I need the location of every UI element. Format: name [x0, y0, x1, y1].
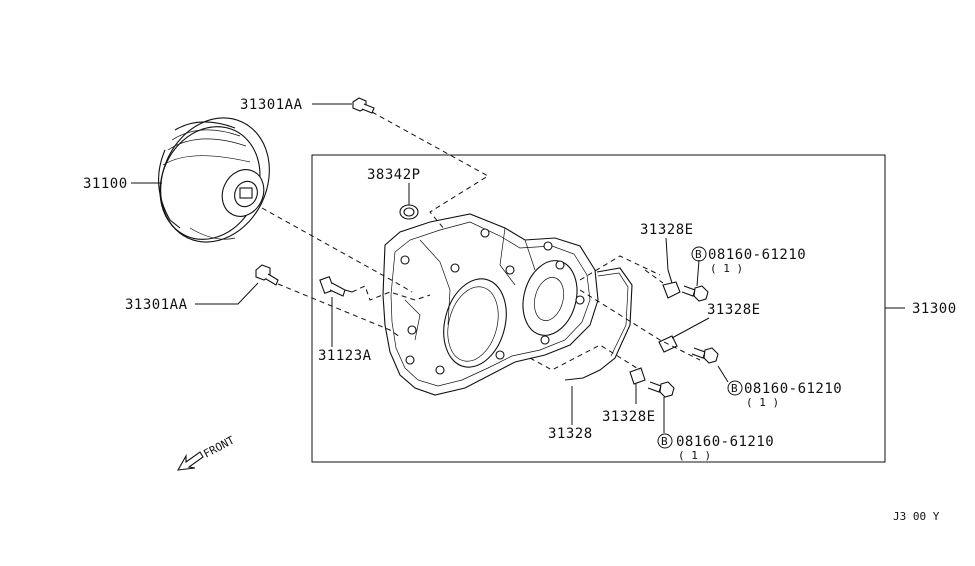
transmission-housing — [382, 213, 599, 396]
svg-text:( 1 ): ( 1 ) — [746, 396, 779, 409]
callout-bolt-1: B 08160-61210 ( 1 ) — [691, 246, 806, 275]
bolt-b3 — [647, 381, 675, 398]
leader-lines — [131, 103, 905, 433]
svg-text:( 1 ): ( 1 ) — [710, 262, 743, 275]
svg-text:B: B — [661, 435, 668, 448]
svg-text:B: B — [695, 248, 702, 261]
bolt-left — [255, 264, 279, 286]
svg-text:08160-61210: 08160-61210 — [676, 434, 774, 450]
svg-text:08160-61210: 08160-61210 — [708, 247, 806, 263]
svg-text:( 1 ): ( 1 ) — [678, 449, 711, 462]
diagram-code: J3 00 Y — [893, 510, 940, 523]
label-bolt-left: 31301AA — [125, 297, 188, 313]
label-housing-assy: 31300 — [912, 301, 957, 317]
label-torque-converter: 31100 — [83, 176, 128, 192]
torque-converter — [158, 117, 270, 243]
callout-bolt-3: B 08160-61210 ( 1 ) — [657, 433, 774, 462]
label-bracket-2: 31328E — [707, 302, 761, 318]
bolt-b2 — [691, 347, 719, 364]
sensor-31123a — [319, 276, 353, 297]
label-bolt-top: 31301AA — [240, 97, 303, 113]
label-seal: 38342P — [367, 167, 421, 183]
bracket-1 — [662, 269, 681, 299]
bolt-b1 — [681, 285, 709, 302]
svg-text:FRONT: FRONT — [201, 433, 237, 460]
callout-bolt-2: B 08160-61210 ( 1 ) — [727, 380, 842, 409]
front-indicator: FRONT — [176, 433, 237, 471]
label-bracket-1: 31328E — [640, 222, 694, 238]
label-bracket-3: 31328E — [602, 409, 656, 425]
front-arrow-icon — [176, 451, 204, 471]
bracket-3 — [629, 367, 646, 385]
svg-text:B: B — [731, 382, 738, 395]
seal-38342p — [399, 204, 419, 220]
assembly-lines — [261, 111, 701, 371]
tube-31328 — [564, 267, 633, 381]
svg-text:08160-61210: 08160-61210 — [744, 381, 842, 397]
bolt-top — [352, 97, 375, 114]
label-sensor: 31123A — [318, 348, 372, 364]
label-tube: 31328 — [548, 426, 593, 442]
